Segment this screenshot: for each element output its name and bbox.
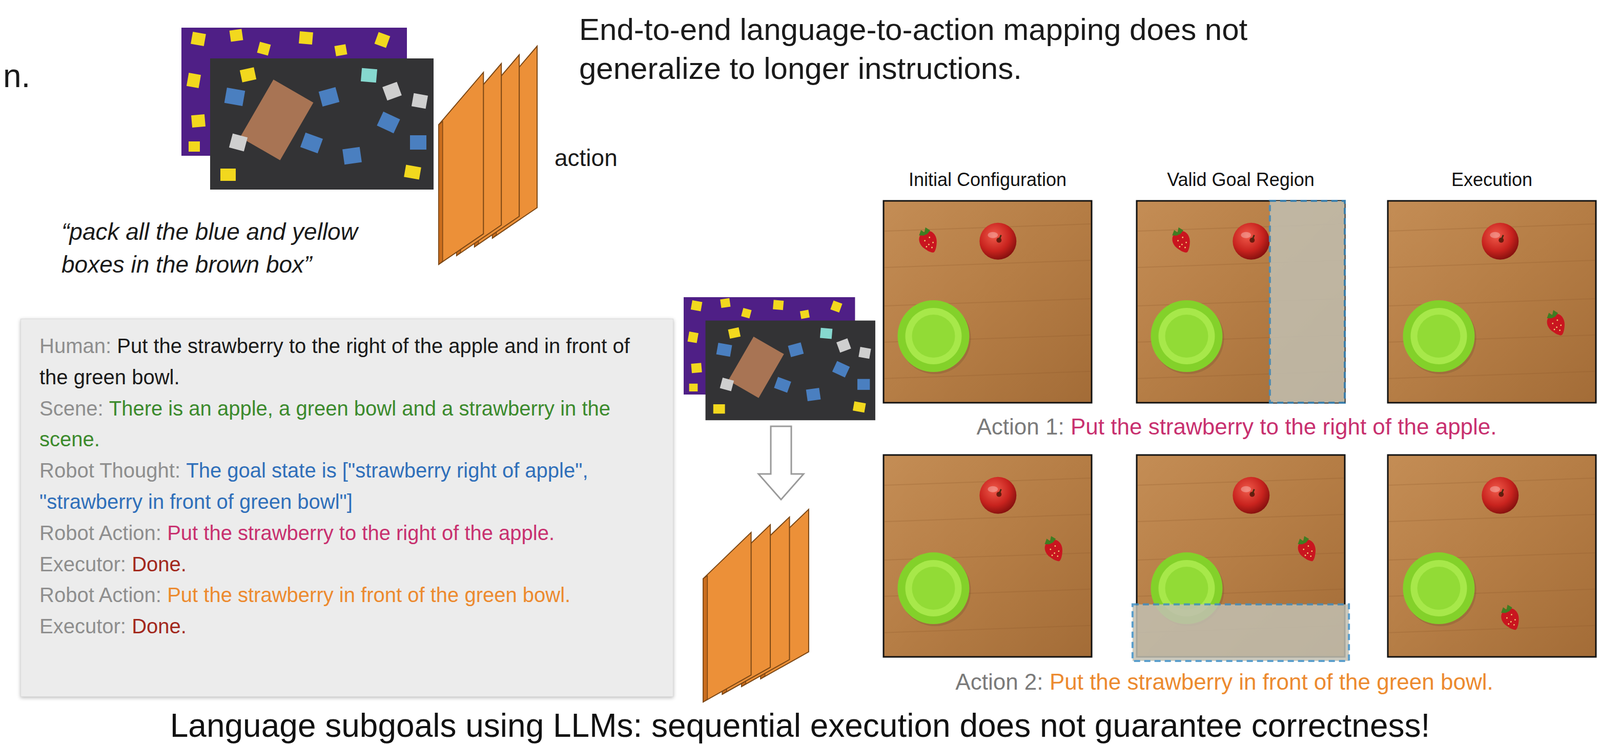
dialogue-line: Executor:Done.	[39, 548, 655, 581]
tabletop-photo	[1136, 200, 1345, 403]
speaker-tag: Executor:	[39, 614, 127, 638]
action-text: Put the strawberry in front of the green…	[1049, 669, 1494, 695]
speaker-tag: Robot Action:	[39, 583, 162, 607]
network-layers	[703, 509, 809, 703]
dialogue-text: Put the strawberry to the right of the a…	[167, 521, 555, 545]
dialogue-text: Put the strawberry to the right of the a…	[39, 334, 630, 389]
goal-region	[1269, 200, 1345, 403]
block-scene-image	[683, 297, 876, 421]
tabletop-photo	[1387, 455, 1596, 658]
dialogue-line: Human:Put the strawberry to the right of…	[39, 330, 655, 394]
tabletop-photo	[883, 200, 1092, 403]
dialogue-line: Robot Action:Put the strawberry in front…	[39, 579, 655, 611]
caption-text: Language subgoals using LLMs: sequential…	[170, 707, 1431, 745]
tabletop-photo	[1387, 200, 1596, 403]
dialogue-text: Put the strawberry in front of the green…	[167, 583, 571, 607]
speaker-tag: Robot Action:	[39, 521, 162, 545]
speaker-tag: Executor:	[39, 552, 127, 576]
dialogue-line: Scene:There is an apple, a green bowl an…	[39, 393, 655, 456]
dialogue-text: Done.	[131, 614, 187, 638]
dialogue-line: Executor:Done.	[39, 610, 655, 643]
action-text: Put the strawberry to the right of the a…	[1070, 414, 1497, 440]
column-heading: Initial Configuration	[908, 169, 1067, 191]
column-heading: Valid Goal Region	[1166, 169, 1315, 191]
dialogue-text: There is an apple, a green bowl and a st…	[39, 397, 611, 451]
heading-text: End-to-end language-to-action mapping do…	[579, 10, 1328, 89]
goal-region	[1132, 604, 1349, 662]
action-caption: Action 1:Put the strawberry to the right…	[976, 414, 1497, 441]
action-caption: Action 2:Put the strawberry in front of …	[955, 669, 1493, 696]
action-number: Action 1:	[976, 414, 1064, 440]
dialogue-line: Robot Thought:The goal state is ["strawb…	[39, 455, 655, 518]
dialogue-line: Robot Action:Put the strawberry to the r…	[39, 517, 655, 549]
output-label: action	[554, 144, 618, 172]
tabletop-photo	[1132, 455, 1349, 662]
action-number: Action 2:	[955, 669, 1043, 695]
dialogue-text: Done.	[131, 552, 187, 576]
speaker-tag: Human:	[39, 334, 112, 358]
instruction-quote: “pack all the blue and yellow boxes in t…	[61, 215, 421, 281]
speaker-tag: Robot Thought:	[39, 459, 181, 482]
block-scene-image	[181, 27, 434, 190]
title-fragment: n.	[3, 57, 31, 96]
column-heading: Execution	[1451, 169, 1533, 191]
speaker-tag: Scene:	[39, 397, 104, 420]
down-arrow	[758, 426, 804, 500]
caption-box: Language subgoals using LLMs: sequential…	[0, 709, 1600, 743]
network-layers	[438, 46, 538, 265]
dialogue-box: Human:Put the strawberry to the right of…	[20, 318, 674, 697]
tabletop-photo	[883, 455, 1092, 658]
